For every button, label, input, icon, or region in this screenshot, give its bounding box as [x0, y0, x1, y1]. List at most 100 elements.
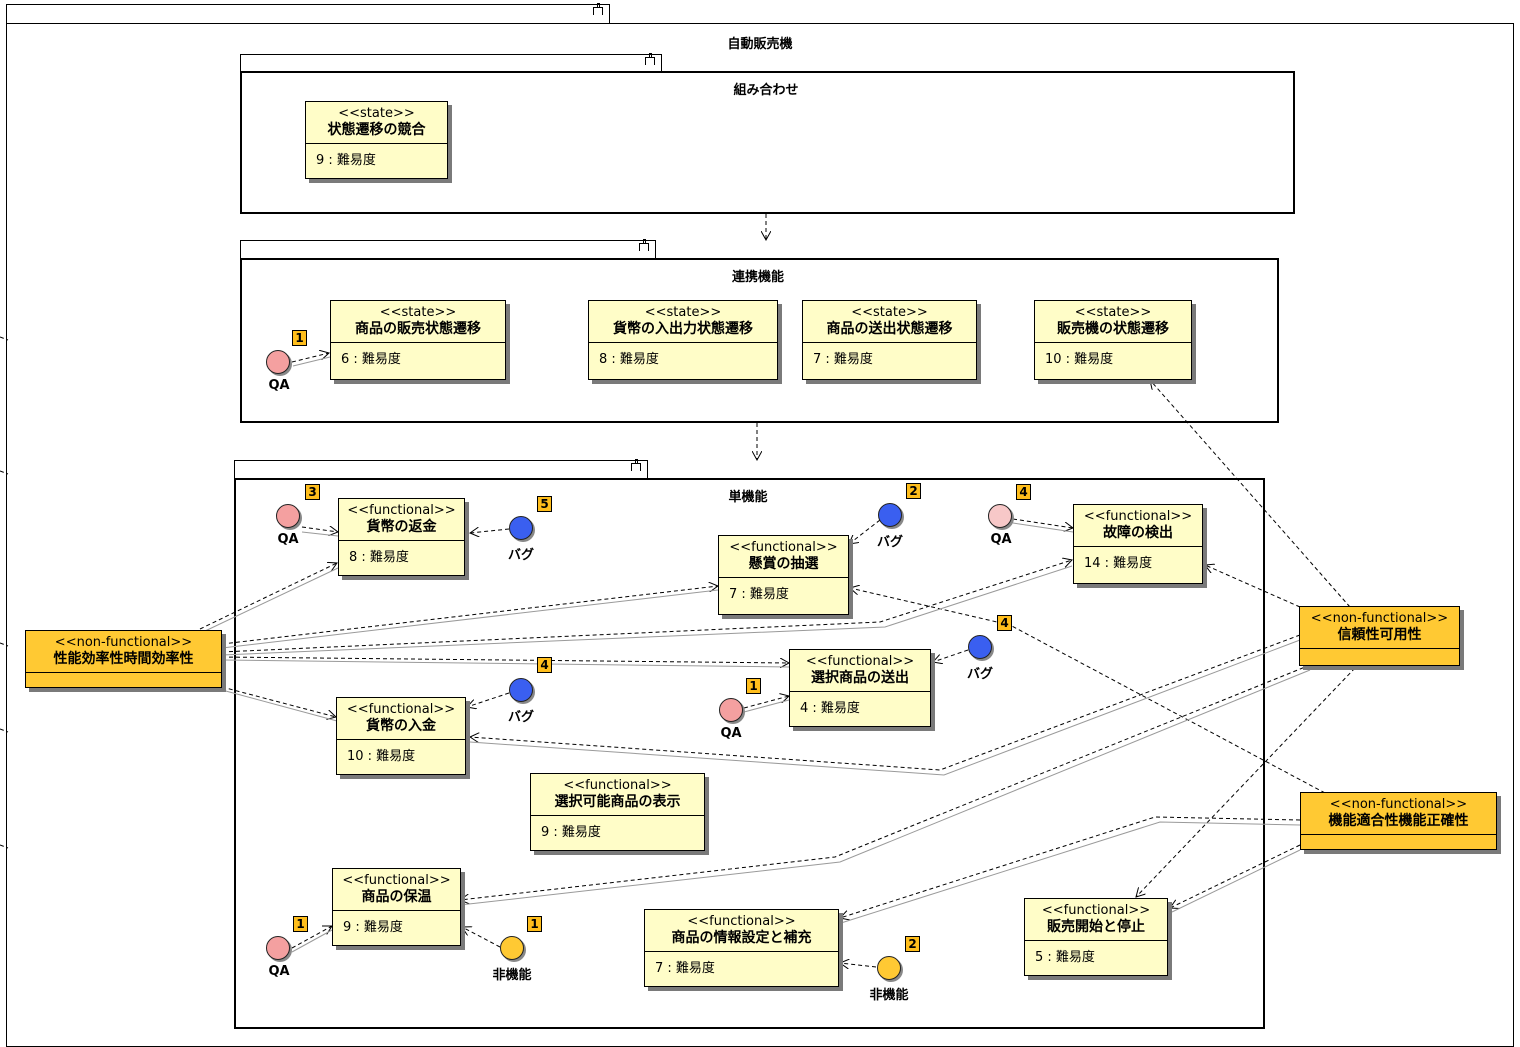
package-tab-combo	[240, 53, 662, 72]
class-name: 状態遷移の競合	[327, 122, 426, 138]
package-title-combo: 組み合わせ	[733, 83, 799, 98]
actor-label: バグ	[966, 667, 994, 682]
qa-actor-icon[interactable]	[988, 504, 1012, 528]
class-name: 貨幣の入出力状態遷移	[613, 321, 753, 337]
link-qa-sales	[291, 353, 329, 363]
class-suitability[interactable]: <<non-functional>>機能適合性機能正確性	[1300, 792, 1497, 850]
link-qa-refund	[301, 527, 338, 532]
stereotype: <<functional>>	[563, 778, 672, 793]
link-nf-info	[840, 963, 877, 967]
link-qa-warm	[291, 926, 332, 949]
class-machine-state[interactable]: <<state>>販売機の状態遷移 10 : 難易度	[1034, 300, 1192, 380]
link-rel-deposit	[470, 634, 1301, 771]
class-name: 機能適合性機能正確性	[1328, 813, 1469, 829]
class-sales-state[interactable]: <<state>>商品の販売状態遷移 6 : 難易度	[330, 300, 506, 380]
class-attr: 10 : 難易度	[347, 749, 416, 764]
class-name: 商品の販売状態遷移	[355, 321, 481, 337]
class-name: 選択商品の送出	[811, 670, 909, 686]
actor-label: QA	[268, 378, 290, 393]
count-badge: 4	[1016, 484, 1031, 500]
stereotype: <<state>>	[644, 305, 722, 320]
actor-label: QA	[720, 726, 742, 741]
nonfunctional-actor-icon[interactable]	[877, 956, 901, 980]
class-name: 販売開始と停止	[1047, 919, 1145, 935]
package-title-vending: 自動販売機	[727, 37, 793, 52]
qa-actor-icon[interactable]	[266, 936, 290, 960]
class-attr: 9 : 難易度	[343, 920, 403, 935]
class-warm[interactable]: <<functional>>商品の保温 9 : 難易度	[332, 868, 461, 946]
class-attr: 7 : 難易度	[813, 352, 873, 367]
count-badge: 1	[527, 916, 542, 932]
class-info[interactable]: <<functional>>商品の情報設定と補充 7 : 難易度	[644, 909, 839, 987]
package-icon	[593, 3, 603, 15]
package-title-linked: 連携機能	[731, 270, 785, 285]
class-name: 選択可能商品の表示	[554, 794, 681, 810]
link-rel-startstop	[1136, 667, 1356, 897]
class-reliability[interactable]: <<non-functional>>信頼性可用性	[1299, 606, 1460, 666]
class-name: 性能効率性時間効率性	[53, 651, 194, 667]
stereotype: <<functional>>	[1083, 509, 1193, 524]
class-lottery[interactable]: <<functional>>懸賞の抽選 7 : 難易度	[718, 535, 849, 615]
stereotype: <<non-functional>>	[1310, 611, 1449, 626]
class-coin-io-state[interactable]: <<state>>貨幣の入出力状態遷移 8 : 難易度	[588, 300, 778, 380]
qa-actor-icon[interactable]	[276, 504, 300, 528]
link-suit-startstop	[1170, 844, 1301, 908]
class-name: 販売機の状態遷移	[1057, 321, 1169, 337]
stereotype: <<non-functional>>	[54, 635, 193, 650]
class-deposit[interactable]: <<functional>>貨幣の入金 10 : 難易度	[336, 697, 466, 775]
link-rel-fault	[1205, 565, 1301, 608]
stereotype: <<functional>>	[805, 654, 915, 669]
qa-actor-icon[interactable]	[266, 350, 290, 374]
package-icon	[639, 239, 649, 251]
class-state-conflict[interactable]: <<state>>状態遷移の競合 9 : 難易度	[305, 101, 448, 179]
class-display[interactable]: <<functional>>選択可能商品の表示 9 : 難易度	[530, 773, 705, 851]
class-refund[interactable]: <<functional>>貨幣の返金 8 : 難易度	[338, 498, 465, 576]
package-icon	[645, 53, 655, 65]
class-attr: 10 : 難易度	[1045, 352, 1114, 367]
link-perf-fault	[221, 560, 1072, 653]
class-attr: 4 : 難易度	[800, 701, 860, 716]
stereotype: <<functional>>	[729, 540, 838, 555]
class-name: 商品の送出状態遷移	[826, 321, 953, 337]
class-attr: 7 : 難易度	[655, 961, 715, 976]
bug-actor-icon[interactable]	[509, 678, 533, 702]
stereotype: <<functional>>	[346, 702, 456, 717]
package-icon	[631, 459, 641, 471]
stereotype: <<functional>>	[1041, 903, 1151, 918]
link-qa-fault	[1012, 518, 1073, 528]
class-fault[interactable]: <<functional>>故障の検出 14 : 難易度	[1073, 504, 1203, 584]
stereotype: <<non-functional>>	[1329, 797, 1468, 812]
bug-actor-icon[interactable]	[878, 503, 902, 527]
actor-label: バグ	[507, 710, 535, 725]
bug-actor-icon[interactable]	[968, 635, 992, 659]
actor-label: QA	[990, 532, 1012, 547]
class-dispatch-state[interactable]: <<state>>商品の送出状態遷移 7 : 難易度	[802, 300, 977, 380]
edge-stub	[0, 642, 9, 647]
edge-stub	[0, 336, 9, 341]
class-attr: 9 : 難易度	[316, 153, 376, 168]
class-attr: 9 : 難易度	[541, 825, 601, 840]
bug-actor-icon[interactable]	[509, 516, 533, 540]
class-attr: 8 : 難易度	[599, 352, 659, 367]
link-suit-info	[840, 816, 1301, 918]
class-name: 貨幣の返金	[366, 519, 437, 535]
package-tab-single	[234, 459, 648, 479]
count-badge: 1	[746, 678, 761, 694]
nonfunctional-actor-icon[interactable]	[500, 936, 524, 960]
link-nf-warm	[462, 927, 501, 948]
class-perf-efficiency[interactable]: <<non-functional>>性能効率性時間効率性	[25, 630, 222, 688]
link-perf-deposit	[221, 686, 336, 717]
stereotype: <<state>>	[379, 305, 457, 320]
qa-actor-icon[interactable]	[719, 698, 743, 722]
edge-stub	[0, 844, 9, 849]
class-startstop[interactable]: <<functional>>販売開始と停止 5 : 難易度	[1024, 898, 1168, 976]
class-name: 貨幣の入金	[366, 718, 436, 734]
link-bug-refund	[470, 529, 510, 533]
count-badge: 4	[537, 657, 552, 673]
link-bug-dispatch	[933, 649, 969, 662]
link-qa-dispatch	[743, 696, 789, 709]
class-dispatch[interactable]: <<functional>>選択商品の送出 4 : 難易度	[789, 649, 931, 727]
stereotype: <<state>>	[851, 305, 928, 320]
stereotype: <<functional>>	[342, 873, 451, 888]
